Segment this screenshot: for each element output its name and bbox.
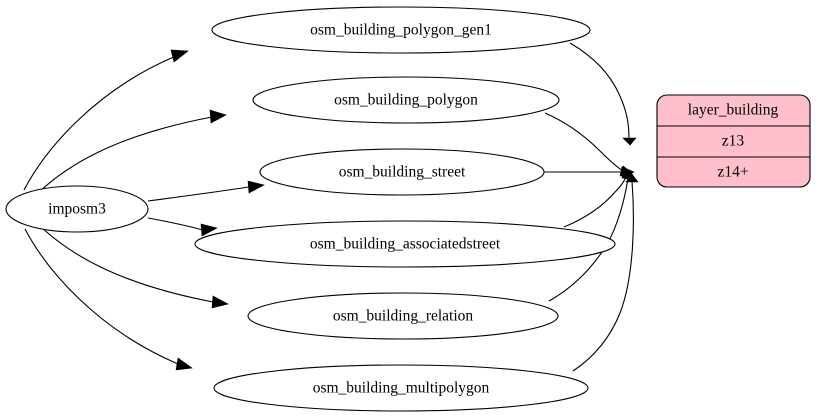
node-osm_building_associatedstreet-ellipse [194, 220, 616, 268]
layer_building-row-z13: z13 [722, 133, 745, 150]
node-osm_building_relation-label: osm_building_relation [333, 308, 474, 325]
edge-osm_building_polygon-to-layer_building-z14plus[interactable] [544, 112, 633, 177]
edge-imposm3-to-osm_building_relation[interactable] [40, 226, 229, 309]
node-osm_building_polygon-ellipse [252, 76, 560, 124]
node-osm_building_polygon[interactable]: osm_building_polygon [252, 76, 560, 124]
edge-osm_building_multipolygon-to-layer_building-z14plus[interactable] [572, 173, 639, 372]
edge-imposm3-to-osm_building_multipolygon[interactable] [24, 228, 193, 371]
node-layer_building[interactable]: layer_building z13 z14+ [656, 94, 811, 188]
node-osm_building_street-ellipse [259, 148, 545, 196]
node-imposm3-ellipse [5, 185, 149, 233]
node-osm_building_multipolygon-ellipse [213, 364, 589, 412]
layer_building-row-z14plus: z14+ [717, 164, 748, 181]
node-osm_building_relation[interactable]: osm_building_relation [247, 292, 559, 340]
edge-imposm3-to-osm_building_associatedstreet[interactable] [147, 217, 218, 237]
node-osm_building_relation-ellipse [247, 292, 559, 340]
node-osm_building_multipolygon[interactable]: osm_building_multipolygon [213, 364, 589, 412]
node-osm_building_street[interactable]: osm_building_street [259, 148, 545, 196]
edge-imposm3-to-osm_building_street[interactable] [147, 180, 265, 202]
node-osm_building_polygon_gen1-label: osm_building_polygon_gen1 [310, 22, 492, 39]
edge-imposm3-to-osm_building_polygon[interactable] [38, 109, 227, 193]
layer_building-row-name: layer_building [688, 102, 779, 119]
node-osm_building_street-label: osm_building_street [339, 164, 466, 181]
edge-group-source-to-tables [23, 49, 265, 371]
node-osm_building_associatedstreet[interactable]: osm_building_associatedstreet [194, 220, 616, 268]
node-imposm3[interactable]: imposm3 [5, 185, 149, 233]
edge-group-tables-to-layer [544, 42, 639, 372]
node-osm_building_multipolygon-label: osm_building_multipolygon [313, 380, 490, 397]
node-osm_building_polygon_gen1-ellipse [211, 6, 591, 54]
layer_building-body [656, 94, 811, 188]
edge-osm_building_associatedstreet-to-layer_building-z14plus[interactable] [563, 165, 633, 228]
node-osm_building_polygon-label: osm_building_polygon [334, 92, 478, 109]
node-imposm3-label: imposm3 [48, 201, 106, 218]
edge-imposm3-to-osm_building_polygon_gen1[interactable] [23, 49, 189, 191]
node-osm_building_polygon_gen1[interactable]: osm_building_polygon_gen1 [211, 6, 591, 54]
node-osm_building_associatedstreet-label: osm_building_associatedstreet [310, 236, 501, 253]
edge-osm_building_polygon_gen1-to-layer_building-z13[interactable] [569, 42, 637, 146]
